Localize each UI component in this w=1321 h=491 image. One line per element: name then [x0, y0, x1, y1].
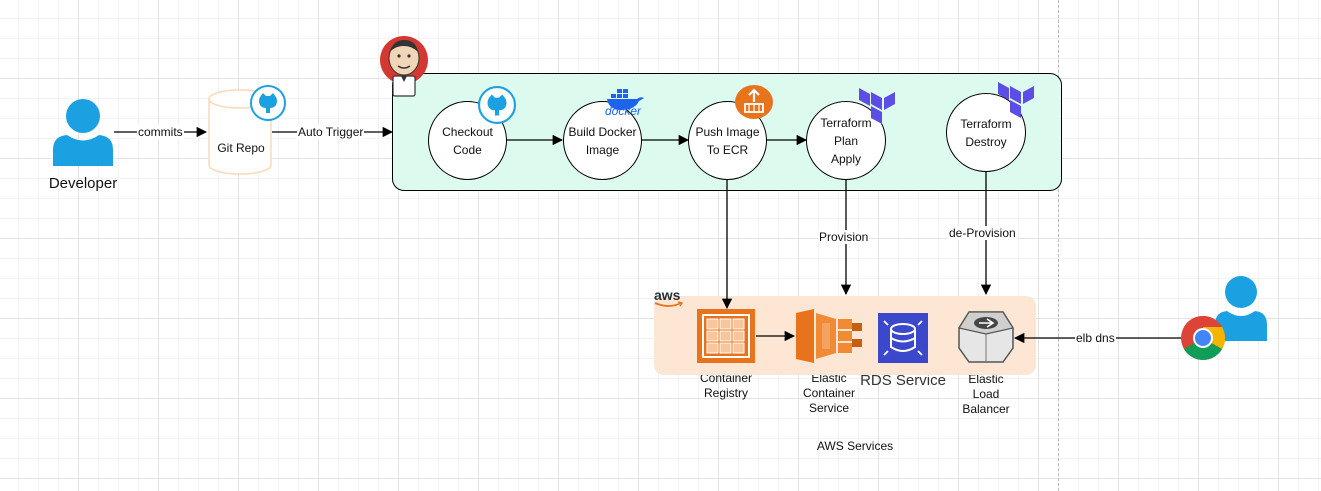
aws-services-label: AWS Services: [816, 439, 894, 453]
aws-logo-text: aws: [654, 287, 681, 303]
ecs-label-line2: Container: [802, 386, 856, 400]
ecs-elastic-container-service-icon: [796, 309, 862, 363]
stage-tf-destroy-line2: Destroy: [965, 134, 1007, 149]
elb-label-line3: Balancer: [962, 402, 1010, 416]
rds-label: RDS Service: [860, 372, 946, 389]
stage-checkout-line2: Code: [453, 142, 482, 157]
stage-tf-apply-line1: Terraform: [820, 115, 872, 130]
elb-label-line2: Load: [972, 387, 1000, 401]
checkout-github-icon: [478, 86, 516, 124]
chrome-icon: [1181, 316, 1225, 360]
terraform-icon: [859, 88, 895, 124]
ecr-push-icon: [735, 85, 773, 119]
docker-text: docker: [604, 104, 642, 118]
edge-label-de-provision: de-Provision: [948, 226, 1017, 240]
jenkins-icon: [380, 36, 428, 97]
aws-logo: aws: [654, 288, 688, 310]
terraform-destroy-icon: [998, 82, 1034, 118]
edge-label-commits: commits: [137, 125, 184, 139]
stage-build-line1: Build Docker: [568, 124, 637, 139]
git-repo-label: Git Repo: [217, 141, 265, 155]
stage-tf-apply-line2: Plan: [833, 133, 859, 148]
stage-tf-destroy-line1: Terraform: [960, 116, 1012, 131]
developer-label: Developer: [48, 175, 118, 192]
developer-person-icon: [53, 99, 113, 166]
aws-smile-icon: [654, 301, 684, 307]
ecr-label-line2: Registry: [703, 386, 748, 400]
github-icon: [250, 85, 286, 121]
stage-push-line1: Push Image: [695, 124, 760, 139]
separator-line: [1058, 0, 1059, 491]
end-user-person-icon: [1215, 276, 1267, 341]
edge-label-auto-trigger: Auto Trigger: [297, 125, 365, 139]
docker-icon: [607, 89, 644, 110]
elb-label: Elastic Load Balancer: [946, 372, 1026, 417]
elb-label-line1: Elastic: [968, 372, 1004, 386]
ecs-label-line3: Service: [808, 401, 849, 415]
elb-load-balancer-icon: [958, 311, 1014, 363]
stage-build-line2: Image: [585, 142, 620, 157]
edge-label-provision: Provision: [818, 230, 870, 244]
rds-database-icon: [878, 313, 928, 363]
stage-push-line2: To ECR: [706, 142, 749, 157]
ecr-container-registry-icon: [697, 309, 755, 363]
stage-tf-apply-line3: Apply: [830, 151, 862, 166]
stage-checkout-line1: Checkout: [442, 124, 493, 139]
edge-label-elb-dns: elb dns: [1075, 331, 1116, 345]
